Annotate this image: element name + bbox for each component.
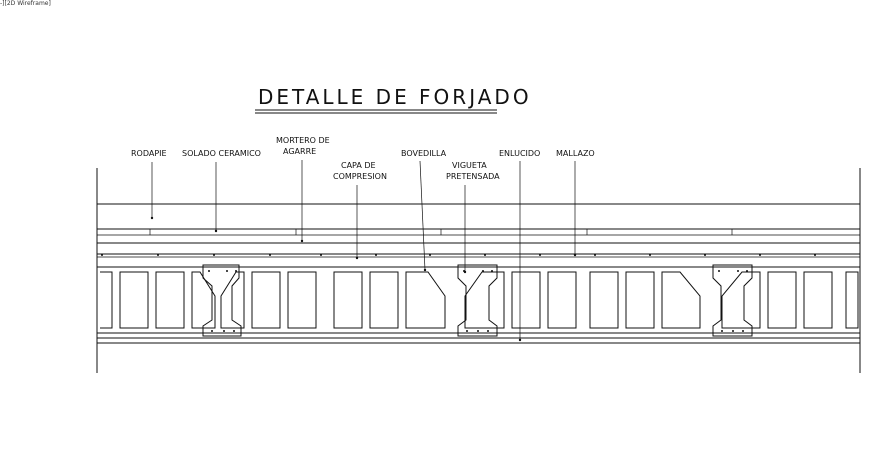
tile-joints	[149, 229, 733, 235]
label-solado-ceramico: SOLADO CERAMICO	[182, 149, 261, 158]
mesh-dots	[101, 254, 816, 256]
label-vigueta-line1: VIGUETA	[452, 161, 487, 170]
bovedilla-cells	[100, 271, 859, 329]
label-vigueta-line2: PRETENSADA	[446, 172, 500, 181]
label-capa-line1: CAPA DE	[341, 161, 376, 170]
bovedilla-bevel-cells	[191, 271, 761, 329]
label-capa-line2: COMPRESION	[333, 172, 387, 181]
block-zone	[97, 264, 860, 337]
label-rodapie: RODAPIE	[131, 149, 167, 158]
vigueta-3	[712, 264, 753, 337]
drawing-title: DETALLE DE FORJADO	[258, 85, 532, 109]
label-mortero-line2: AGARRE	[283, 147, 316, 156]
label-mallazo: MALLAZO	[556, 149, 595, 158]
label-enlucido: ENLUCIDO	[499, 149, 540, 158]
label-mortero-line1: MORTERO DE	[276, 136, 330, 145]
vigueta-1	[202, 264, 242, 337]
label-bovedilla: BOVEDILLA	[401, 149, 447, 158]
section-outline	[96, 168, 861, 373]
viewport-controls-label[interactable]: -][2D Wireframe]	[0, 0, 51, 7]
vigueta-2	[457, 264, 498, 337]
